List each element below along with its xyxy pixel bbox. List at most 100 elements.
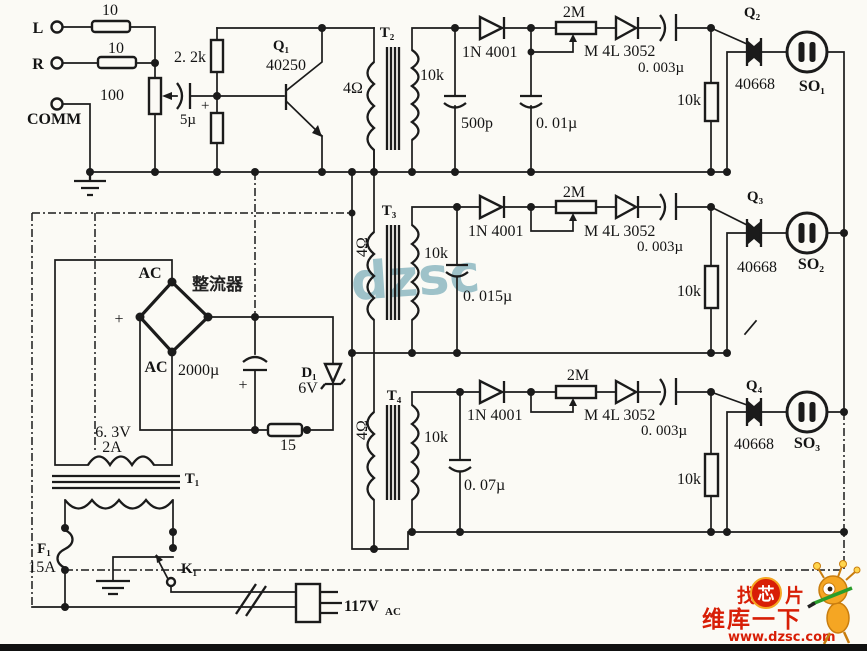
transformer-t3 <box>366 224 420 321</box>
coupling-cap-ch3 <box>659 378 678 406</box>
label-f1: F₁ <box>37 541 51 557</box>
capacitor-0-07u <box>448 458 472 473</box>
zener-d1 <box>320 362 346 390</box>
diode-1n4001-ch1 <box>478 15 506 41</box>
label-q2-part: 40668 <box>735 76 775 93</box>
label-q4: Q₄ <box>746 378 763 394</box>
circuit-wires <box>31 26 845 608</box>
ground-symbol-input <box>74 172 106 197</box>
label-input-l: L <box>33 20 44 37</box>
potentiometer-2m-ch1 <box>554 20 598 42</box>
potentiometer-100 <box>147 76 172 116</box>
input-terminal-comm <box>50 97 64 111</box>
label-res-l: 10 <box>102 2 118 19</box>
outlet-so3 <box>785 390 829 434</box>
diode-1n4001-ch3 <box>478 379 506 405</box>
resistor-l-10 <box>90 19 132 34</box>
label-trigger-ch1: M 4L 3052 <box>584 43 655 60</box>
diode-1n4001-ch2 <box>478 194 506 220</box>
capacitor-0-01u <box>519 94 543 109</box>
resistor-10k-ch1 <box>703 81 720 123</box>
label-cap-5u: 5µ <box>180 112 197 128</box>
outlet-so1 <box>785 30 829 74</box>
label-input-comm: COMM <box>27 111 81 128</box>
label-res-10k-ch3: 10k <box>677 471 701 488</box>
label-pot-2m-ch2: 2M <box>563 184 585 201</box>
label-mains-sub: AC <box>385 606 401 618</box>
label-cap-5u-plus: + <box>201 98 209 114</box>
label-res-2k2: 2. 2k <box>174 49 206 66</box>
dashed-wires <box>31 172 845 607</box>
resistor-15 <box>266 422 304 438</box>
transformer-t4 <box>366 404 420 501</box>
label-t4: T₄ <box>387 388 402 404</box>
labels: L R COMM 10 10 100 5µ + 2. 2k Q₁ 40250 T… <box>27 2 825 618</box>
label-bridge-plus: + <box>114 311 123 328</box>
triac-q2 <box>745 38 763 66</box>
resistor-r-10 <box>96 55 138 70</box>
resistor-10k-ch3 <box>703 452 720 498</box>
label-res-15: 15 <box>280 437 296 454</box>
label-cap-t-ch1: 0. 003µ <box>638 60 685 76</box>
label-cap-t-ch3: 0. 003µ <box>641 423 688 439</box>
input-terminal-r <box>50 56 64 70</box>
input-terminal-l <box>50 20 64 34</box>
trigger-diode-ch1 <box>614 14 640 42</box>
label-mains: 117V <box>344 598 379 615</box>
label-res-10k-ch2: 10k <box>677 283 701 300</box>
site-watermark: 找 芯 片 维库一下 www.dzsc.com <box>702 560 861 645</box>
label-t4-sec: 10k <box>424 429 448 446</box>
triac-q3 <box>743 219 763 336</box>
label-cap-007u: 0. 07µ <box>464 477 505 494</box>
label-t2-sec: 10k <box>420 67 444 84</box>
logo-name: 维库一下 <box>702 606 802 633</box>
label-t1-a: 2A <box>102 439 122 456</box>
capacitor-2000u <box>242 355 268 372</box>
label-diode-ch3: 1N 4001 <box>467 407 523 424</box>
label-t2-prim: 4Ω <box>343 80 363 97</box>
label-trigger-ch3: M 4L 3052 <box>584 407 655 424</box>
label-res-r: 10 <box>108 40 124 57</box>
label-d1: D₁ <box>301 365 316 381</box>
label-t1-v: 6. 3V <box>95 424 131 441</box>
label-t1: T₁ <box>185 471 200 487</box>
label-ac-bottom: AC <box>144 359 167 376</box>
label-pot-100: 100 <box>100 87 124 104</box>
label-cap-t-ch2: 0. 003µ <box>637 239 684 255</box>
label-diode-ch2: 1N 4001 <box>468 223 524 240</box>
label-t2: T₂ <box>380 25 395 41</box>
label-t4-prim: 4Ω <box>354 420 371 440</box>
label-q3-part: 40668 <box>737 259 777 276</box>
triac-q4 <box>745 398 763 426</box>
capacitor-5u <box>176 82 192 110</box>
label-so3: SO₃ <box>794 435 820 452</box>
transformer-t2 <box>366 47 420 151</box>
logo-badge <box>750 577 782 609</box>
junction-dots <box>61 24 848 611</box>
transformer-t1 <box>52 455 180 510</box>
switch-k1 <box>154 554 177 588</box>
potentiometer-2m-ch3 <box>554 384 598 406</box>
resistor-bias-lower <box>209 111 225 145</box>
label-cap-001u: 0. 01µ <box>536 115 577 132</box>
resistor-2k2 <box>209 38 225 74</box>
label-k1: K₁ <box>181 561 197 577</box>
resistor-10k-ch2 <box>703 264 720 310</box>
capacitor-0-015u <box>445 263 469 278</box>
logo-char-2: 芯 <box>758 584 775 605</box>
label-q1-part: 40250 <box>266 57 306 74</box>
label-cap-500p: 500p <box>461 115 493 132</box>
label-rectifier: 整流器 <box>192 274 244 295</box>
cable-break-marks <box>235 583 267 617</box>
trigger-diode-ch2 <box>614 193 640 221</box>
label-so2: SO₂ <box>798 256 824 273</box>
label-f1-a: 15A <box>28 559 56 576</box>
capacitor-500p <box>443 94 467 109</box>
label-q3: Q₃ <box>747 189 764 205</box>
label-pot-2m-ch3: 2M <box>567 367 589 384</box>
label-res-10k-ch1: 10k <box>677 92 701 109</box>
transistor-q1 <box>284 84 322 137</box>
label-so1: SO₁ <box>799 78 825 95</box>
label-pot-2m-ch1: 2M <box>563 4 585 21</box>
